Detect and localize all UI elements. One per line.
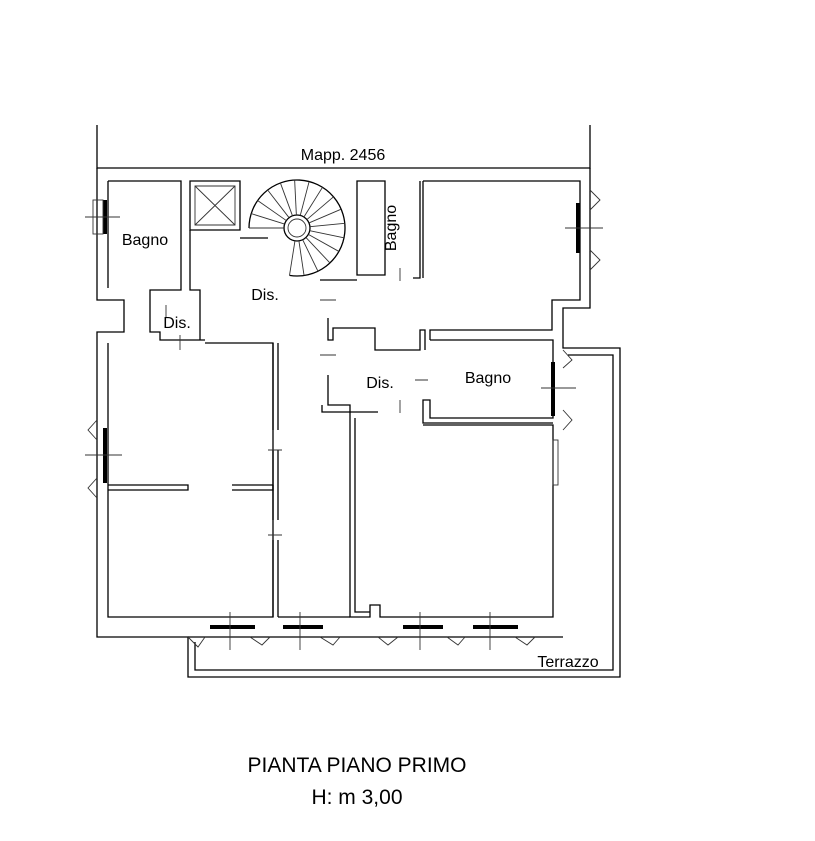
property-boundary	[96, 125, 591, 169]
stair-step	[289, 240, 296, 276]
room-label-dis-main: Dis.	[251, 287, 279, 304]
stair-step	[251, 213, 285, 225]
stair-step	[305, 237, 331, 264]
stair-step	[302, 239, 319, 272]
spiral-staircase	[248, 179, 346, 277]
stair-step	[257, 200, 287, 221]
stair-step	[267, 189, 290, 218]
stair-step	[299, 181, 310, 216]
stair-step	[309, 222, 345, 228]
parcel-label: Mapp. 2456	[301, 147, 386, 164]
room-label-bagno-right: Bagno	[465, 370, 511, 387]
stair-core-inner	[287, 218, 307, 238]
exterior-walls	[96, 168, 621, 678]
windows	[85, 189, 603, 650]
stair-step	[308, 208, 342, 224]
room-label-bagno-left: Bagno	[122, 232, 168, 249]
room-label-terrazzo: Terrazzo	[537, 654, 598, 671]
room-label-dis-right: Dis.	[366, 375, 394, 392]
room-label-dis-small: Dis.	[163, 315, 191, 332]
stair-step	[303, 187, 323, 218]
stair-step	[309, 230, 345, 239]
stair-step	[306, 196, 334, 220]
stair-step	[308, 233, 340, 252]
plan-height: H: m 3,00	[311, 786, 402, 809]
plan-title: PIANTA PIANO PRIMO	[248, 754, 467, 777]
stair-step	[294, 180, 297, 216]
room-label-bagno-center: Bagno	[383, 205, 400, 251]
stair-step	[279, 182, 293, 216]
stair-step	[298, 240, 305, 276]
